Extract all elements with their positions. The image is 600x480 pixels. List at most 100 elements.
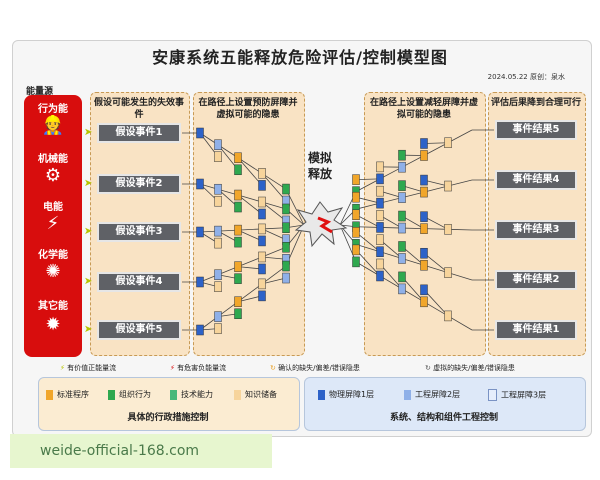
barrier-node	[420, 211, 428, 222]
barrier-node	[282, 222, 290, 233]
event-box-4: 假设事件4	[97, 272, 181, 292]
legend-virtual: ↻ 虚拟的缺失/偏差/错误隐患	[425, 363, 515, 373]
barrier-node	[282, 183, 290, 195]
barrier-node	[196, 226, 204, 238]
barrier-node	[420, 247, 428, 259]
barrier-node	[398, 283, 406, 295]
legend-physical-barrier: 物理屏障1层	[318, 389, 374, 400]
network-link	[261, 201, 287, 222]
barrier-node	[398, 271, 406, 283]
event-box-3: 假设事件3	[97, 222, 181, 242]
network-link	[423, 264, 449, 274]
network-link	[355, 226, 381, 228]
network-link	[355, 214, 381, 228]
network-link	[261, 173, 287, 190]
barrier-node	[444, 267, 452, 278]
network-link	[237, 295, 263, 303]
network-link	[447, 272, 473, 281]
barrier-node	[196, 127, 204, 139]
network-link	[423, 185, 449, 193]
barrier-node	[234, 236, 242, 248]
legend-knowledge: 知识储备	[234, 389, 277, 400]
barrier-node	[398, 149, 406, 161]
network-link	[423, 216, 449, 230]
center-line-1: 模拟	[307, 151, 332, 165]
barrier-node	[258, 251, 266, 263]
legend-confirmed-label: 确认的缺失/偏差/错误隐患	[278, 364, 360, 372]
barrier-node	[376, 161, 384, 173]
hypothesis-heading: 假设可能发生的失效事件	[93, 98, 184, 120]
barrier-node	[258, 208, 266, 220]
barrier-node	[376, 173, 384, 185]
barrier-node	[444, 137, 452, 148]
barrier-node	[398, 192, 406, 203]
network-link	[423, 142, 449, 156]
gear-icon: ⚙	[44, 165, 62, 186]
energy-arrow: ➤	[84, 324, 93, 335]
barrier-node	[214, 225, 222, 237]
barrier-node	[420, 150, 428, 161]
legend-confirmed: ↻ 确认的缺失/偏差/错误隐患	[270, 363, 360, 373]
network-link	[355, 196, 381, 204]
barrier-node	[376, 222, 384, 233]
barrier-node	[376, 210, 384, 221]
barrier-node	[444, 310, 452, 322]
barrier-node	[234, 296, 242, 307]
legend-engineering-barrier-2: 工程屏障2层	[404, 389, 460, 400]
barrier-node	[214, 311, 222, 322]
barrier-node	[398, 180, 406, 191]
barrier-node	[376, 234, 384, 245]
engineering-control-panel	[304, 377, 586, 431]
energy-arrow: ➤	[84, 127, 93, 138]
legend-engineering-barrier-3: 工程屏障3层	[488, 389, 546, 401]
result-box-1: 事件结果1	[495, 320, 577, 340]
legend-organization: 组织行为	[108, 389, 151, 400]
network-link	[355, 202, 381, 210]
hollow-curl-icon: ↻	[425, 364, 431, 372]
barrier-node	[420, 284, 428, 296]
barrier-node	[444, 224, 452, 235]
barrier-node	[352, 256, 360, 268]
barrier-node	[214, 183, 222, 195]
energy-arrow: ➤	[84, 276, 93, 287]
network-link	[285, 188, 305, 226]
energy-label-electric: 电能	[43, 202, 63, 213]
barrier-node	[214, 281, 222, 292]
barrier-node	[258, 290, 266, 302]
barrier-node	[352, 191, 360, 203]
barrier-node	[398, 161, 406, 173]
barrier-node	[352, 209, 360, 221]
barrier-node	[420, 174, 428, 186]
energy-arrow: ➤	[84, 178, 93, 189]
energy-label-chemical: 化学能	[38, 250, 68, 261]
network-link	[237, 266, 263, 270]
barrier-node	[234, 308, 242, 319]
network-link	[261, 277, 287, 285]
barrier-node	[398, 241, 406, 252]
network-link	[423, 289, 449, 317]
barrier-node	[196, 276, 204, 288]
barrier-node	[282, 260, 290, 272]
energy-label-mechanical: 机械能	[38, 154, 68, 165]
red-bolt-icon	[317, 216, 333, 234]
result-box-3: 事件结果3	[495, 220, 577, 240]
network-link	[261, 256, 287, 260]
barrier-node	[444, 180, 452, 192]
barrier-node	[234, 201, 242, 213]
barrier-node	[352, 244, 360, 256]
barrier-node	[258, 223, 266, 235]
mitigation-heading: 在路径上设置减轻屏障并虚拟可能的隐患	[370, 98, 479, 120]
barrier-node	[398, 253, 406, 264]
network-link	[237, 157, 263, 186]
network-link	[237, 228, 263, 231]
network-link	[447, 129, 473, 144]
energy-label-other: 其它能	[38, 301, 68, 312]
barrier-node	[376, 258, 384, 270]
barrier-node	[376, 197, 384, 209]
network-link	[237, 194, 263, 215]
legend-positive: ⚡ 有价值正能量流	[60, 363, 116, 373]
prevention-heading: 在路径上设置预防屏障并虚拟可能的隐患	[198, 98, 298, 120]
network-link	[355, 178, 381, 192]
network-link	[355, 178, 381, 181]
